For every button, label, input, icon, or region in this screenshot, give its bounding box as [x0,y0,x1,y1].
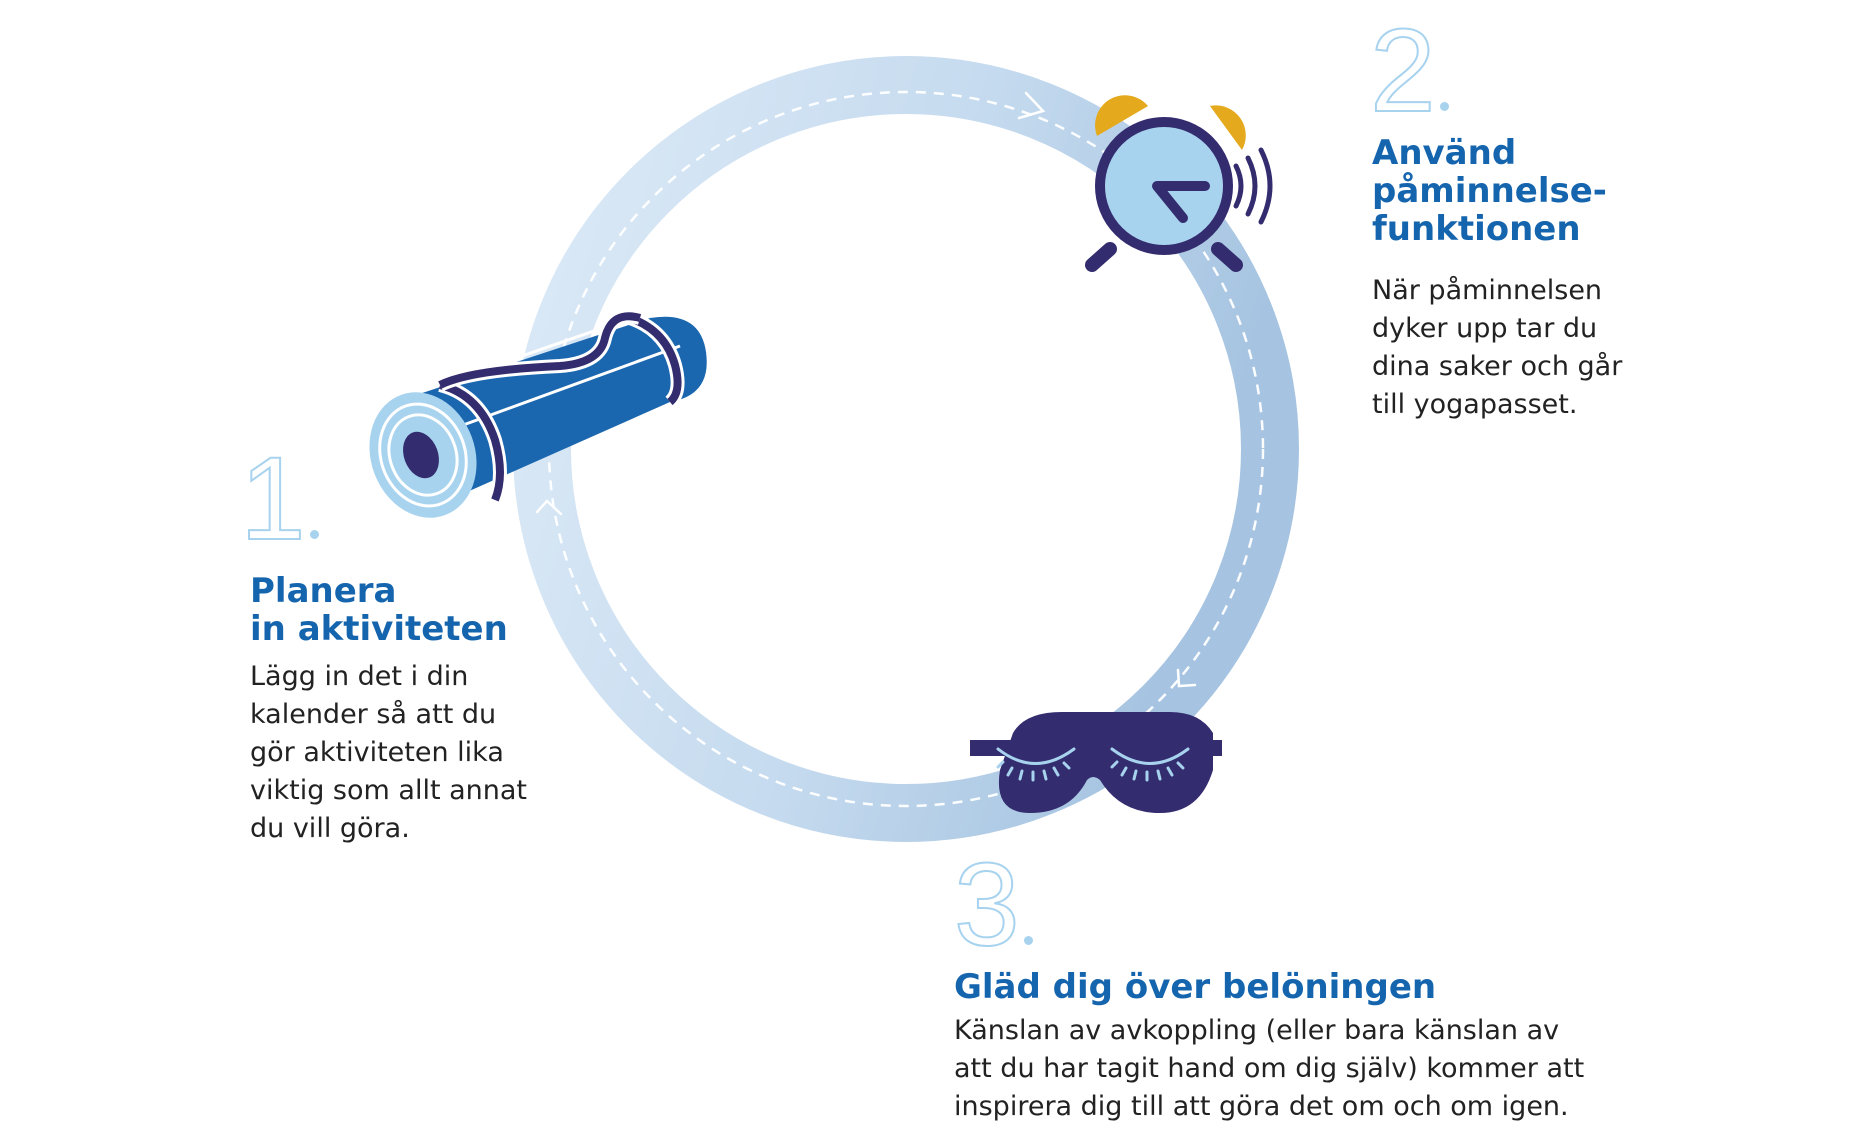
body-line: att du har tagit hand om dig själv) komm… [954,1053,1585,1084]
step-1-number: 1 [239,439,319,559]
step-1-description: Lägg in det i din kalender så att du gör… [250,658,527,848]
step-number-dot [309,530,319,539]
step-2-number: 2 [1369,11,1449,131]
body-line: till yogapasset. [1372,389,1578,420]
step-number-dot [1023,936,1033,945]
step-3-title: Gläd dig över belöningen [954,968,1436,1006]
body-line: dina saker och går [1372,351,1623,382]
body-line: Känslan av avkoppling (eller bara känsla… [954,1015,1560,1046]
body-line: Lägg in det i din [250,661,469,692]
title-line: in aktiviteten [250,609,508,649]
body-line: du vill göra. [250,813,410,844]
sleep-mask-icon [970,712,1222,813]
arrow-to-step-3-icon [1176,668,1197,688]
alarm-sound-waves-icon [1233,147,1273,225]
body-line: När påminnelsen [1372,275,1603,306]
step-number-digit: 3 [953,839,1021,971]
step-number-digit: 1 [239,433,307,565]
alarm-clock-icon [1085,95,1273,272]
step-3-description: Känslan av avkoppling (eller bara känsla… [954,1012,1584,1126]
step-1-title: Planera in aktiviteten [250,572,508,648]
arrow-to-step-1-icon [535,499,563,516]
title-line: funktionen [1372,209,1581,249]
step-3-number: 3 [953,845,1033,965]
body-line: kalender så att du [250,699,497,730]
title-line: Gläd dig över belöningen [954,967,1437,1007]
step-2-description: När påminnelsen dyker upp tar du dina sa… [1372,272,1622,424]
body-line: gör aktiviteten lika [250,737,504,768]
body-line: viktig som allt annat [250,775,528,806]
step-2-title: Använd påminnelse- funktionen [1372,134,1607,248]
arrow-to-step-2-icon [1017,91,1046,120]
step-number-digit: 2 [1369,5,1437,137]
title-line: Planera [250,571,397,611]
body-line: dyker upp tar du [1372,313,1598,344]
step-number-dot [1439,102,1449,111]
yoga-mat-icon [369,304,708,518]
title-line: Använd [1372,133,1517,173]
title-line: påminnelse- [1372,171,1607,211]
body-line: inspirera dig till att göra det om och o… [954,1091,1569,1122]
